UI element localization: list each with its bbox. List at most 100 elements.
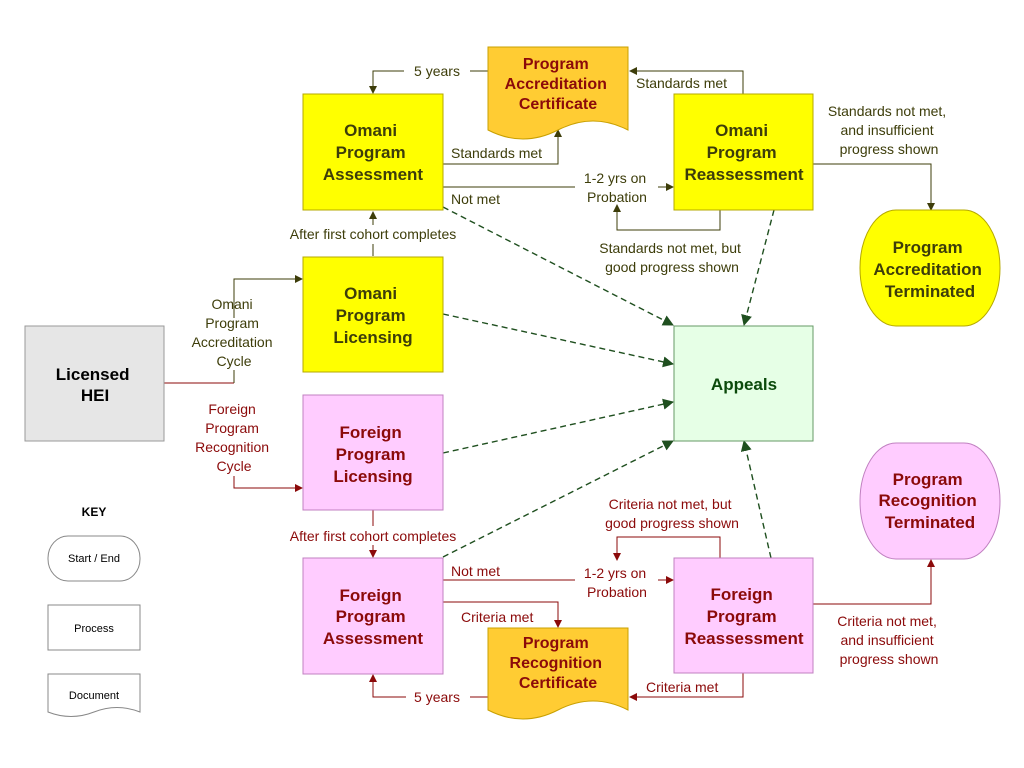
omani-five-years-label: 5 years	[414, 63, 460, 79]
omani-probation-label: 1-2 yrs on Probation	[584, 170, 650, 205]
omani-licensing-line-3: Licensing	[333, 328, 412, 347]
appeals-node: Appeals	[673, 325, 814, 442]
svg-text:Program Recognition: Program Recognition Certificate	[510, 635, 607, 692]
key-document: Document	[47, 673, 141, 717]
foreign-reassessment-line-2: Program	[707, 607, 777, 626]
recognition-certificate-line-1: Program	[523, 635, 589, 652]
recognition-terminated-line-2: Recognition	[879, 491, 977, 510]
svg-text:Omani Program Reas: Omani Program Reassessment	[684, 121, 803, 184]
accreditation-certificate-node: Program Accreditation Certificate	[487, 46, 629, 140]
omani-cycle-connector	[233, 275, 303, 318]
omani-reassessment-line-1: Omani	[715, 121, 768, 140]
foreign-cycle-connector	[233, 476, 303, 492]
foreign-insufficient-label: Criteria not met, and insufficient progr…	[837, 613, 940, 667]
foreign-reassessment-line-3: Reassessment	[684, 629, 803, 648]
recognition-certificate-line-2: Recognition	[510, 655, 602, 672]
omani-assessment-line-3: Assessment	[323, 165, 424, 184]
recognition-terminated-line-3: Terminated	[885, 513, 975, 532]
foreign-assessment-node: Foreign Program Assessment	[302, 557, 444, 675]
foreign-licensing-line-2: Program	[336, 445, 406, 464]
svg-text:Program Accreditation: Program Accreditation Terminated	[873, 238, 986, 301]
omani-assessment-node: Omani Program Assessment	[302, 93, 444, 211]
appeal-arrow-foreign-assessment	[442, 440, 674, 558]
appeal-arrow-omani-licensing	[442, 313, 674, 368]
licensed-hei-node: Licensed HEI	[24, 325, 165, 442]
foreign-reassessment-node: Foreign Program Reassessment	[673, 557, 814, 674]
svg-text:Appeals: Appeals	[711, 375, 777, 394]
appeals-label: Appeals	[711, 375, 777, 394]
accreditation-certificate-line-2: Accreditation	[505, 76, 607, 93]
key-start-end-label: Start / End	[68, 553, 120, 565]
omani-insufficient-connector	[813, 163, 935, 211]
omani-good-progress-connector	[613, 204, 721, 231]
foreign-reassess-criteria-met-label: Criteria met	[646, 679, 718, 695]
foreign-not-met-label: Not met	[451, 563, 500, 579]
recognition-certificate-line-3: Certificate	[519, 675, 597, 692]
foreign-five-years-label: 5 years	[414, 689, 460, 705]
accreditation-terminated-line-2: Accreditation	[873, 260, 982, 279]
omani-reassessment-node: Omani Program Reassessment	[673, 93, 814, 211]
svg-text:Foreign Program Li: Foreign Program Licensing	[333, 423, 412, 486]
foreign-licensing-line-3: Licensing	[333, 467, 412, 486]
foreign-five-years-connector	[373, 675, 488, 698]
foreign-criteria-met-label: Criteria met	[461, 609, 533, 625]
licensed-hei-line-1: Licensed	[56, 365, 130, 384]
foreign-probation-label: 1-2 yrs on Probation	[584, 565, 650, 600]
omani-assessment-line-2: Program	[336, 143, 406, 162]
svg-text:Foreign Program As: Foreign Program Assessment	[323, 586, 424, 648]
recognition-terminated-line-1: Program	[893, 470, 963, 489]
omani-licensing-node: Omani Program Licensing	[302, 256, 444, 373]
omani-reassess-standards-met-connector	[629, 67, 744, 94]
legend-key: KEY Start / End Process Document	[47, 505, 141, 717]
licensed-hei-line-2: HEI	[81, 386, 109, 405]
omani-reassessment-line-3: Reassessment	[684, 165, 803, 184]
svg-text:Program Accreditation: Program Accreditation Certificate	[505, 56, 612, 113]
omani-licensing-line-2: Program	[336, 306, 406, 325]
omani-reassess-standards-met-label: Standards met	[636, 75, 727, 91]
svg-text:Program Recognition: Program Recognition Terminated	[879, 470, 982, 532]
key-title: KEY	[82, 505, 107, 519]
omani-insufficient-label: Standards not met, and insufficient prog…	[828, 103, 950, 157]
foreign-assessment-line-3: Assessment	[323, 629, 424, 648]
accreditation-certificate-line-1: Program	[523, 56, 589, 73]
foreign-insufficient-connector	[813, 559, 935, 605]
foreign-assessment-line-2: Program	[336, 607, 406, 626]
svg-text:Licensed HEI: Licensed HEI	[56, 365, 134, 405]
key-document-label: Document	[69, 690, 119, 702]
omani-reassessment-line-2: Program	[707, 143, 777, 162]
key-process-label: Process	[74, 623, 114, 635]
svg-text:Omani Program Asse: Omani Program Assessment	[323, 121, 424, 184]
omani-assessment-line-1: Omani	[344, 121, 397, 140]
accreditation-certificate-line-3: Certificate	[519, 96, 597, 113]
appeal-arrow-foreign-licensing	[442, 398, 674, 454]
key-process: Process	[47, 604, 141, 651]
omani-five-years-connector	[373, 70, 488, 93]
omani-cycle-label: Omani Program Accreditation Cycle	[192, 296, 277, 369]
accreditation-terminated-node: Program Accreditation Terminated	[859, 209, 1001, 327]
foreign-assessment-line-1: Foreign	[339, 586, 401, 605]
key-start-end: Start / End	[47, 535, 141, 582]
omani-good-progress-label: Standards not met, but good progress sho…	[599, 240, 745, 275]
recognition-terminated-node: Program Recognition Terminated	[859, 442, 1001, 560]
appeal-arrow-omani-assessment	[442, 206, 674, 326]
omani-not-met-label: Not met	[451, 191, 500, 207]
appeal-arrow-foreign-reassessment	[740, 440, 772, 559]
foreign-after-cohort-label: After first cohort completes	[290, 528, 457, 544]
svg-text:Omani Program Lice: Omani Program Licensing	[333, 284, 412, 347]
foreign-reassess-criteria-met-connector	[629, 673, 744, 701]
foreign-licensing-line-1: Foreign	[339, 423, 401, 442]
accreditation-terminated-line-1: Program	[893, 238, 963, 257]
omani-licensing-line-1: Omani	[344, 284, 397, 303]
recognition-certificate-node: Program Recognition Certificate	[487, 627, 629, 720]
svg-text:Foreign Program Re: Foreign Program Reassessment	[684, 585, 803, 648]
foreign-good-progress-connector	[613, 536, 721, 561]
foreign-reassessment-line-1: Foreign	[710, 585, 772, 604]
omani-after-cohort-label: After first cohort completes	[290, 226, 457, 242]
accreditation-terminated-line-3: Terminated	[885, 282, 975, 301]
foreign-cycle-label: Foreign Program Recognition Cycle	[195, 401, 273, 474]
foreign-good-progress-label: Criteria not met, but good progress show…	[605, 496, 739, 531]
omani-standards-met-connector	[443, 129, 562, 165]
appeal-arrow-omani-reassessment	[741, 209, 775, 326]
foreign-licensing-node: Foreign Program Licensing	[302, 394, 444, 511]
